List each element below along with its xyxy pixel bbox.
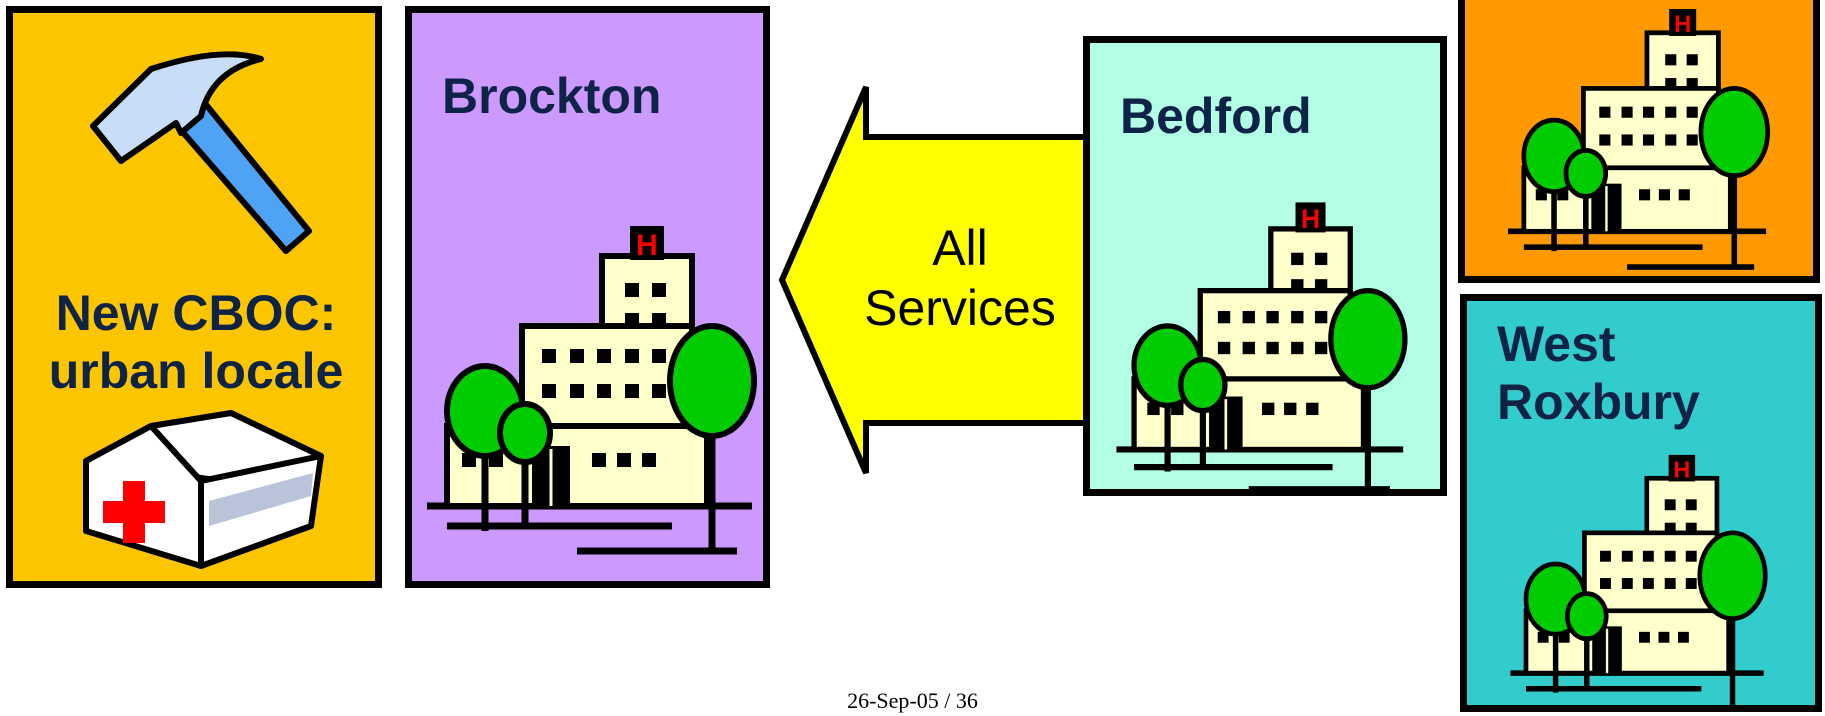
hospital-icon — [1479, 5, 1799, 275]
new-cboc-label: New CBOC: urban locale — [48, 285, 344, 399]
bedford-label: Bedford — [1120, 88, 1312, 144]
hammer-icon — [90, 51, 312, 254]
west-roxbury-panel: West Roxbury — [1460, 294, 1822, 712]
hospital-icon — [1479, 451, 1799, 716]
top-right-panel — [1458, 0, 1820, 283]
slide-footer: 26-Sep-05 / 36 — [847, 688, 978, 713]
hospital-icon — [1102, 198, 1422, 498]
brockton-panel: Brockton — [405, 6, 770, 588]
clinic-house-icon — [83, 410, 324, 569]
brockton-label: Brockton — [442, 68, 662, 124]
all-services-label: All Services — [864, 220, 1056, 336]
bedford-panel: Bedford — [1083, 36, 1447, 496]
new-cboc-panel: New CBOC: urban locale — [6, 6, 382, 588]
hospital-icon — [427, 221, 757, 561]
west-roxbury-label: West Roxbury — [1497, 316, 1700, 430]
